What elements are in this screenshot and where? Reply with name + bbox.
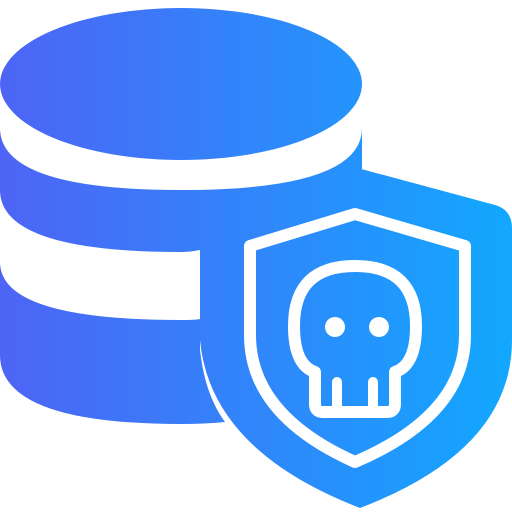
- skull-right-eye: [369, 317, 389, 337]
- shield-icon: [200, 168, 512, 508]
- shield-inner-outline: [244, 208, 471, 468]
- database-middle-segment: [0, 128, 362, 252]
- database-top-disk: [0, 8, 362, 160]
- database-icon: [0, 8, 362, 424]
- skull-left-eye: [325, 317, 345, 337]
- database-bottom-segment: [0, 262, 225, 424]
- shield-outer: [200, 168, 512, 508]
- skull-outline: [288, 260, 422, 418]
- skull-icon: [288, 260, 422, 418]
